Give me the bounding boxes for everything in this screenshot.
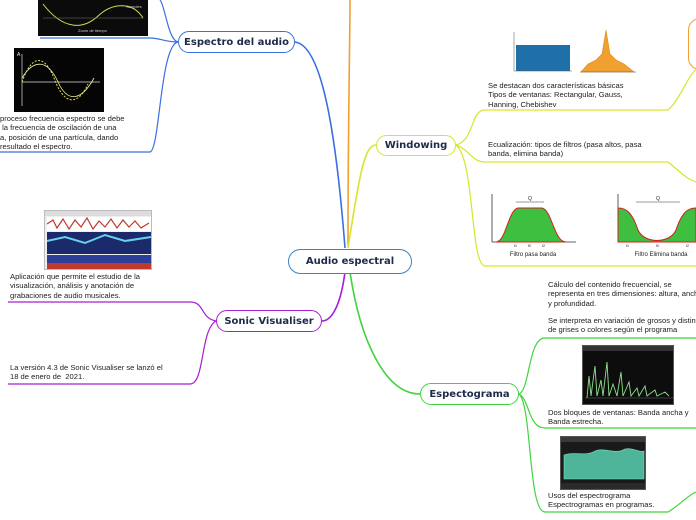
sonic-waveform-pane xyxy=(47,217,151,231)
spectrum-node[interactable]: Espectro del audio xyxy=(178,31,295,53)
spectrum-node-label: Espectro del audio xyxy=(184,36,289,48)
spectrogram-note-3: Dos bloques de ventanas: Banda ancha y B… xyxy=(548,408,689,427)
connector-windowing-sub3 xyxy=(455,144,696,267)
band-stop-filter-image: Q f1 f0 f2 xyxy=(614,190,696,248)
windowing-node[interactable]: Windowing xyxy=(376,135,456,156)
connector-spectrogram-sub3 xyxy=(518,393,696,513)
central-node-label: Audio espectral xyxy=(305,256,395,267)
windowing-note-2: Ecualización: tipos de filtros (pasa alt… xyxy=(488,140,642,159)
connector-sonic xyxy=(321,271,346,322)
band-stop-filter-chart: Q f1 f0 f2 xyxy=(617,194,696,248)
sonic-toolbar xyxy=(45,211,151,216)
connector-spectrum-sub1 xyxy=(40,37,179,43)
analyzer-spikes xyxy=(586,361,670,399)
sonic-waveform xyxy=(46,216,150,231)
band-pass-caption: Filtro pasa banda xyxy=(509,252,557,258)
sonic-node[interactable]: Sonic Visualiser xyxy=(216,310,322,332)
spectrogram-note-1: Cálculo del contenido frecuencial, se re… xyxy=(548,280,696,308)
sine-wave-image: A xyxy=(14,48,104,112)
sonic-red-band xyxy=(47,263,151,269)
band-pass-q-label: Q xyxy=(528,196,532,202)
band-stop-tick-f2: f2 xyxy=(686,244,689,248)
waveform-zoom-label-time: Zoom de tiempo xyxy=(78,28,108,33)
sonic-spectrogram-detail xyxy=(46,233,151,245)
window-spectrum-peak xyxy=(580,29,635,73)
spectrogram-program-preview xyxy=(561,437,645,489)
sonic-visualiser-screenshot xyxy=(44,210,152,270)
windowing-note-1: Se destacan dos características básicas … xyxy=(488,81,624,109)
band-pass-tick-f0: f0 xyxy=(528,244,531,248)
band-stop-tick-f1: f1 xyxy=(626,244,629,248)
program-waveform xyxy=(563,448,645,480)
sine-axis-label: A xyxy=(17,52,21,58)
waveform-zoom-chart: Samples Zoom de tiempo xyxy=(42,3,144,33)
sonic-colored-pane xyxy=(47,255,151,263)
sonic-node-label: Sonic Visualiser xyxy=(224,315,314,327)
band-pass-curve xyxy=(495,207,567,243)
connector-windowing-sub1 xyxy=(455,69,696,146)
connector-spectrogram xyxy=(349,271,421,395)
band-stop-tick-f0: f0 xyxy=(656,244,659,248)
waveform-zoom-image: Samples Zoom de tiempo xyxy=(38,0,148,36)
program-footer xyxy=(561,483,645,489)
connector-spectrum xyxy=(294,41,346,249)
band-pass-tick-f1: f1 xyxy=(514,244,517,248)
connector-spectrum-sub2 xyxy=(0,41,179,153)
band-pass-tick-f2: f2 xyxy=(542,244,545,248)
band-stop-caption: Filtro Elimina banda xyxy=(634,252,688,258)
window-spectrum-image xyxy=(578,24,638,76)
windowing-node-label: Windowing xyxy=(384,140,448,151)
sine-wave-chart: A xyxy=(17,52,100,106)
sonic-spectrogram-pane xyxy=(47,232,151,254)
band-pass-filter-image: Q f1 f0 f2 xyxy=(486,190,578,248)
central-node[interactable]: Audio espectral xyxy=(288,249,412,274)
waveform-zoom-label-samples: Samples xyxy=(126,4,142,9)
connector-spectrogram-sub1 xyxy=(518,337,696,395)
waveform-zoom-curve xyxy=(42,3,144,26)
program-header xyxy=(561,437,645,442)
sine-curve-2 xyxy=(21,63,95,97)
spectrum-analyzer-image xyxy=(582,345,674,405)
spectrogram-program-image xyxy=(560,436,646,490)
band-pass-filter-chart: Q f1 f0 f2 xyxy=(491,194,576,248)
band-stop-curve xyxy=(617,207,696,243)
sonic-visualiser-preview xyxy=(45,211,151,269)
analyzer-header xyxy=(583,346,673,351)
sonic-note-2: La versión 4.3 de Sonic Visualiser se la… xyxy=(10,363,163,382)
spectrogram-note-2: Se interpreta en variación de grosos y d… xyxy=(548,316,696,335)
connector-windowing-sub2 xyxy=(455,144,696,183)
rectangular-window-bar xyxy=(516,45,570,71)
sonic-note-1: Aplicación que permite el estudio de la … xyxy=(10,272,141,300)
sine-curve-1 xyxy=(21,60,89,101)
spectrogram-node[interactable]: Espectograma xyxy=(420,383,519,405)
offscreen-node-top-right[interactable] xyxy=(688,18,696,70)
spectrum-analyzer-preview xyxy=(583,346,673,399)
rectangular-window-chart xyxy=(513,32,572,72)
connector-top xyxy=(347,0,351,246)
connector-sonic-sub2 xyxy=(8,320,217,385)
connector-spectrum-sub0 xyxy=(159,0,179,43)
spectrogram-node-label: Espectograma xyxy=(429,388,510,400)
window-spectrum-chart xyxy=(580,29,636,73)
connector-windowing xyxy=(347,144,377,249)
connector-spectrogram-sub2 xyxy=(518,393,696,429)
spectrogram-note-4: Usos del espectrograma Espectrogramas en… xyxy=(548,491,655,510)
band-stop-q-label: Q xyxy=(656,196,660,202)
connector-sonic-sub1 xyxy=(8,301,217,322)
rectangular-window-image xyxy=(510,26,574,76)
spectrum-note: proceso frecuencia espectro se debe la f… xyxy=(0,114,125,152)
